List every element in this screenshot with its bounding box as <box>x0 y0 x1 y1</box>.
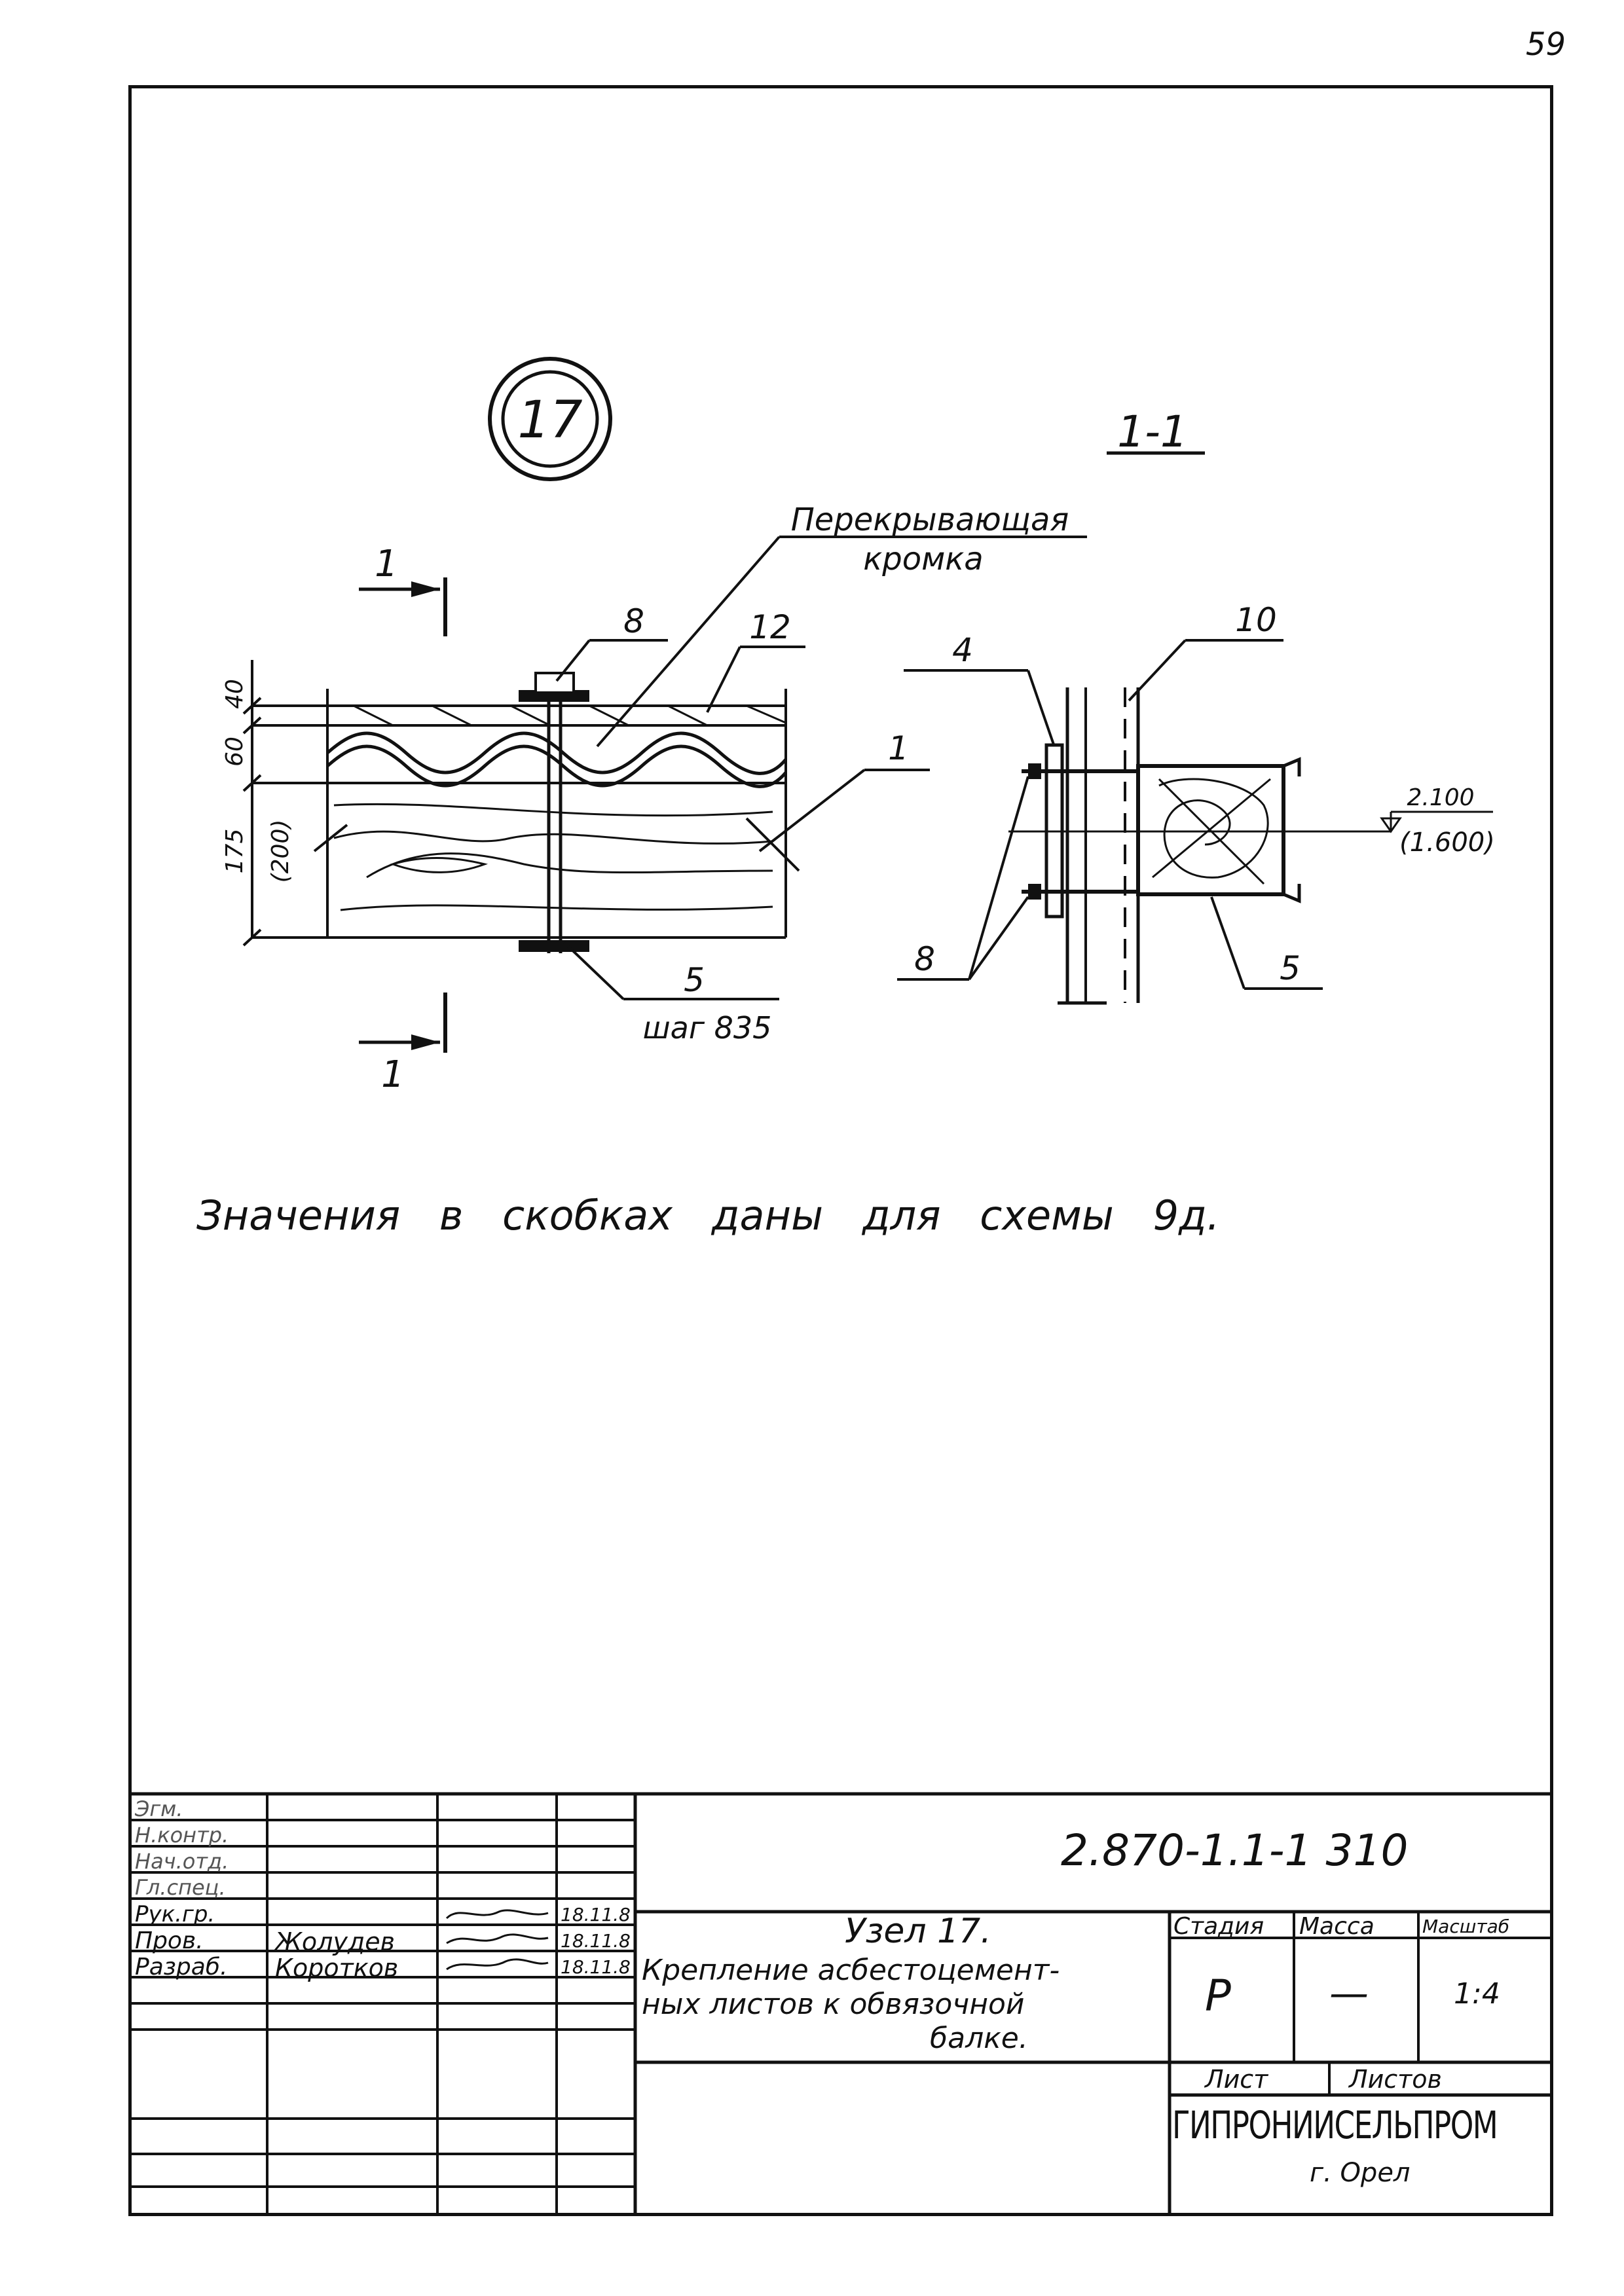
scale-value: 1:4 <box>1454 1977 1500 2011</box>
section-title: 1-1 <box>1117 407 1188 457</box>
page-number: 59 <box>1526 26 1566 63</box>
sheet-label: Лист <box>1205 2065 1268 2094</box>
node-mark: 17 <box>488 357 612 481</box>
signatures <box>445 1909 549 1971</box>
date-r7: 18.11.8 <box>561 1956 631 1978</box>
callout-12: 12 <box>749 608 791 646</box>
dim-200: (200) <box>267 820 294 883</box>
section-cut-bottom-label: 1 <box>381 1053 405 1096</box>
section-cut-top-label: 1 <box>375 543 398 585</box>
dim-175: 175 <box>221 829 248 874</box>
title-line3: ных листов к обвязочной <box>642 1988 1025 2021</box>
roof-section-detail <box>252 672 800 953</box>
callout-10: 10 <box>1235 601 1277 639</box>
callout-5-right: 5 <box>1280 949 1301 987</box>
role-r4: Гл.спец. <box>135 1875 226 1900</box>
callout-4: 4 <box>952 631 973 669</box>
callout-8-right: 8 <box>914 940 935 978</box>
section-cut-bottom: 1 <box>359 993 447 1096</box>
left-dimensions <box>242 660 262 947</box>
city: г. Орел <box>1310 2158 1411 2188</box>
date-r6: 18.11.8 <box>561 1930 631 1952</box>
callout-5-pitch: шаг 835 <box>643 1010 772 1046</box>
overlap-label-line1: Перекрывающая <box>791 501 1069 538</box>
role-r6: Пров. <box>135 1927 204 1954</box>
designation: 2.870-1.1-1 310 <box>1061 1825 1409 1876</box>
mass-value: — <box>1329 1971 1369 2016</box>
mass-header: Масса <box>1299 1913 1375 1940</box>
callout-5: 5 <box>684 961 705 999</box>
name-r6: Жолудев <box>275 1927 396 1956</box>
dim-40: 40 <box>221 679 248 709</box>
title-line1: Узел 17. <box>845 1912 991 1951</box>
title-line4: балке. <box>930 2022 1028 2055</box>
role-r2: Н.контр. <box>135 1823 229 1848</box>
leader-10 <box>1128 639 1283 702</box>
leader-8-right <box>897 776 1029 981</box>
leader-1 <box>758 769 930 852</box>
role-r3: Нач.отд. <box>135 1849 229 1874</box>
sheet-frame <box>128 85 1553 2216</box>
section-cut-top: 1 <box>359 543 447 636</box>
title-line2: Крепление асбестоцемент- <box>642 1954 1060 1987</box>
stage-value: Р <box>1205 1971 1231 2021</box>
role-r7: Разраб. <box>135 1954 228 1980</box>
title-block-grid <box>128 1792 1553 2216</box>
node-mark-label: 17 <box>517 391 582 450</box>
leader-8-top <box>555 639 668 682</box>
leader-overlap-edge <box>596 536 1087 748</box>
section-1-1-detail <box>1008 687 1493 1005</box>
organization: ГИПРОНИИСЕЛЬПРОМ <box>1172 2103 1498 2147</box>
leader-12 <box>706 646 805 713</box>
level-value: 2.100 <box>1407 784 1474 811</box>
callout-1: 1 <box>888 729 909 767</box>
sheets-label: Листов <box>1349 2065 1442 2094</box>
overlap-label-line2: кромка <box>863 541 983 577</box>
leader-5-right <box>1210 896 1323 990</box>
callout-8-top: 8 <box>623 602 644 640</box>
role-r5: Рук.гр. <box>135 1901 215 1927</box>
leader-4 <box>904 669 1056 747</box>
date-r5: 18.11.8 <box>561 1904 631 1925</box>
role-r1: Эгм. <box>135 1796 183 1821</box>
level-value-alt: (1.600) <box>1399 828 1495 858</box>
note-text: Значения в скобках даны для схемы 9д. <box>196 1192 1220 1239</box>
stage-header: Стадия <box>1173 1913 1264 1940</box>
scale-header: Масштаб <box>1422 1916 1510 1937</box>
name-r7: Коротков <box>275 1954 399 1982</box>
dim-60: 60 <box>221 737 248 767</box>
leader-5 <box>563 941 779 1000</box>
